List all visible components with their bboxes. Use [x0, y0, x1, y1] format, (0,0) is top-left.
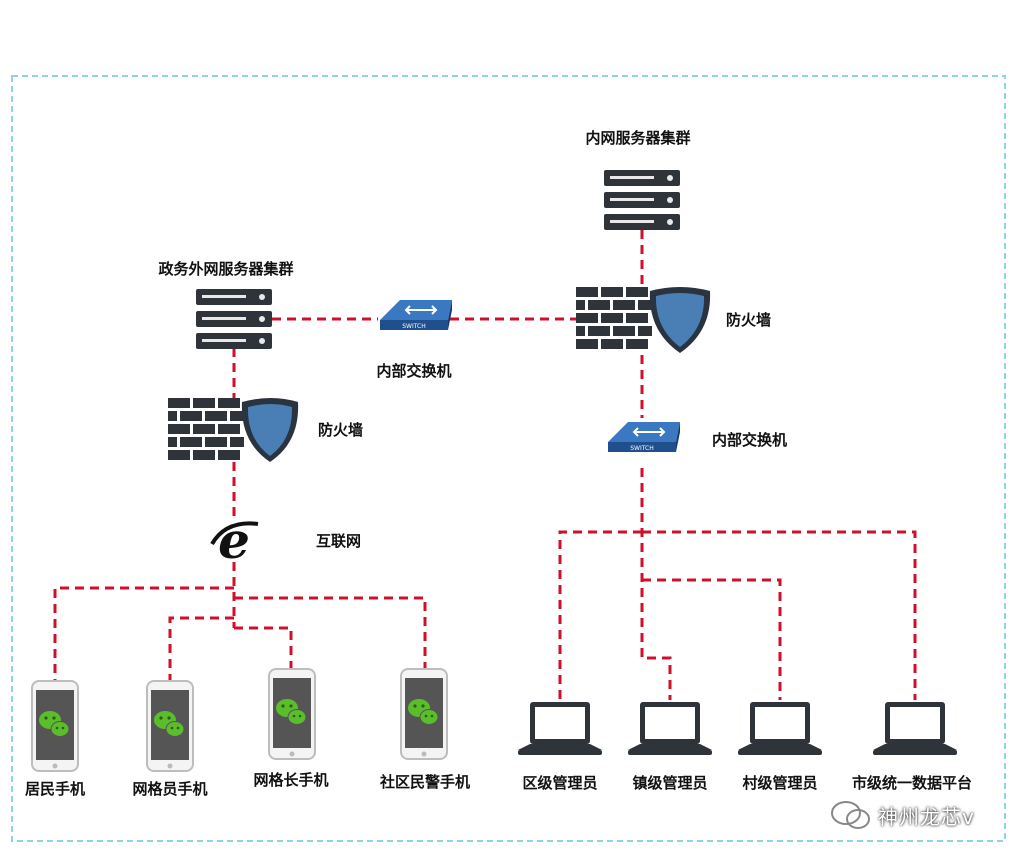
link-laptop-2: [640, 468, 672, 700]
phone-label: 网格长手机: [253, 771, 329, 789]
phone-icon: [400, 668, 448, 760]
link-laptop-3: [642, 578, 782, 700]
right-firewall-icon: [576, 287, 711, 353]
phone-label: 网格员手机: [132, 780, 208, 798]
wechat-logo-icon: [831, 801, 870, 829]
watermark-text: 神州龙芯v: [878, 804, 975, 829]
link-phone-3: [234, 626, 293, 668]
left-server-icon: [196, 289, 272, 349]
switch-badge: SWITCH: [630, 445, 654, 452]
watermark: 神州龙芯v: [830, 800, 975, 830]
laptop-label: 区级管理员: [522, 774, 598, 792]
link-phone-4: [234, 596, 427, 668]
laptop-label: 市级统一数据平台: [851, 774, 973, 792]
left-firewall-label: 防火墙: [318, 421, 364, 439]
link-phone-1: [53, 586, 234, 680]
middle-switch-icon: SWITCH: [380, 300, 452, 330]
phone-icon: [146, 680, 194, 772]
laptop-icon: [873, 702, 957, 755]
link-phone-2: [168, 616, 234, 680]
right-server-icon: [604, 170, 680, 230]
right-server-label: 内网服务器集群: [585, 129, 691, 147]
middle-switch-label: 内部交换机: [376, 362, 452, 380]
internet-glyph: e: [218, 514, 250, 564]
switch-badge: SWITCH: [402, 323, 426, 330]
link-laptop-1: [558, 530, 642, 700]
right-switch-icon: SWITCH: [608, 422, 680, 452]
link-laptop-4: [642, 530, 917, 700]
phone-icon: [268, 668, 316, 760]
internet-icon: e: [210, 514, 259, 564]
laptop-label: 村级管理员: [742, 774, 818, 792]
right-firewall-label: 防火墙: [726, 311, 772, 329]
internet-label: 互联网: [316, 532, 362, 550]
left-firewall-icon: [168, 398, 299, 462]
laptop-icon: [628, 702, 712, 755]
diagram-border: [11, 75, 1006, 842]
links: [53, 230, 917, 700]
laptop-icon: [738, 702, 822, 755]
laptop-label: 镇级管理员: [632, 774, 708, 792]
left-server-label: 政务外网服务器集群: [158, 260, 294, 278]
phone-label: 居民手机: [24, 780, 86, 798]
laptop-icon: [518, 702, 602, 755]
phone-icon: [31, 680, 79, 772]
phone-label: 社区民警手机: [379, 773, 471, 791]
right-switch-label: 内部交换机: [712, 431, 788, 449]
